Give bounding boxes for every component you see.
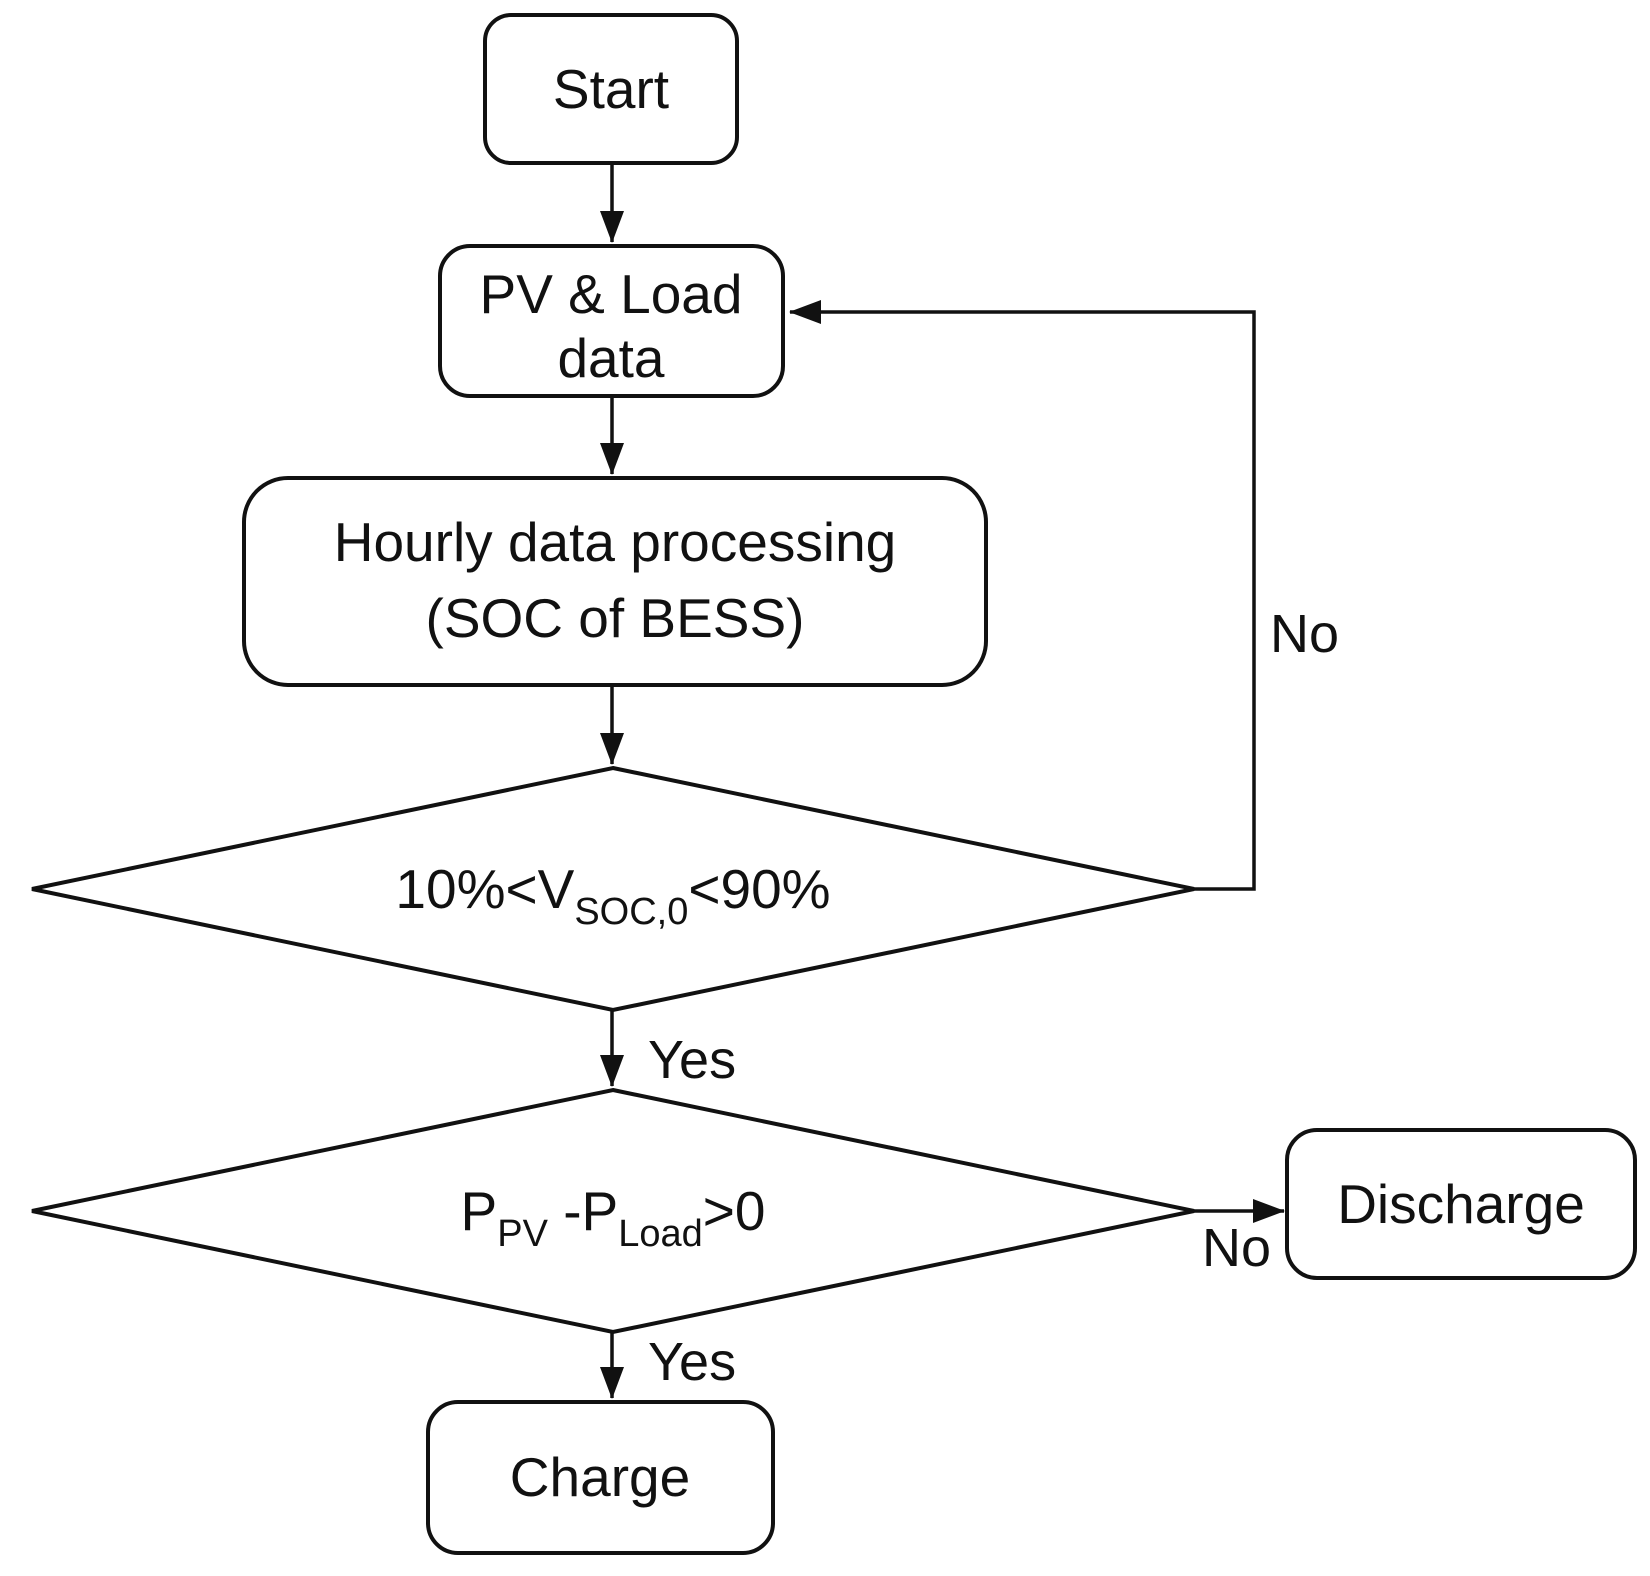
soc-range-condition: 10%<VSOC,0<90%: [395, 858, 830, 933]
charge-box: [426, 1400, 775, 1555]
pv-load-data-label-line1: PV & Load: [480, 263, 743, 325]
soc-condition-subscript: SOC,0: [574, 891, 688, 933]
charge-label: Charge: [510, 1446, 690, 1508]
pv-load-data-label-line2: data: [557, 327, 664, 389]
soc-range-decision: 10%<VSOC,0<90%: [31, 765, 1195, 1013]
power-condition-pv-subscript: PV: [497, 1213, 548, 1255]
power-balance-decision: PPV -PLoad>0: [31, 1087, 1195, 1335]
pv-load-data-node: PV & Load data: [438, 244, 785, 398]
hourly-processing-label-line2: (SOC of BESS): [426, 587, 805, 649]
start-box: [483, 13, 739, 165]
discharge-label: Discharge: [1337, 1173, 1585, 1235]
discharge-box: [1285, 1128, 1637, 1280]
power-condition-minus-p: -P: [548, 1180, 618, 1242]
power-balance-diamond: [31, 1087, 1195, 1335]
soc-yes-label: Yes: [648, 1030, 736, 1090]
pv-load-data-box: [438, 244, 785, 398]
power-yes-label: Yes: [648, 1332, 736, 1392]
power-no-label: No: [1202, 1218, 1271, 1278]
soc-range-diamond: [31, 765, 1195, 1013]
discharge-node: Discharge: [1285, 1128, 1637, 1280]
power-condition-post: >0: [703, 1180, 766, 1242]
soc-condition-post: <90%: [688, 858, 830, 920]
soc-condition-pre: 10%<V: [395, 858, 574, 920]
power-balance-condition: PPV -PLoad>0: [461, 1180, 766, 1255]
power-condition-load-subscript: Load: [618, 1213, 703, 1255]
soc-no-label: No: [1270, 604, 1339, 664]
hourly-processing-node: Hourly data processing (SOC of BESS): [242, 476, 988, 687]
hourly-processing-label-line1: Hourly data processing: [334, 511, 897, 573]
start-label: Start: [553, 58, 669, 120]
power-condition-p: P: [461, 1180, 498, 1242]
start-node: Start: [483, 13, 739, 165]
arrow-soc-no-feedback-to-pvload: [789, 300, 1256, 891]
charge-node: Charge: [426, 1400, 775, 1555]
hourly-processing-box: [242, 476, 988, 687]
